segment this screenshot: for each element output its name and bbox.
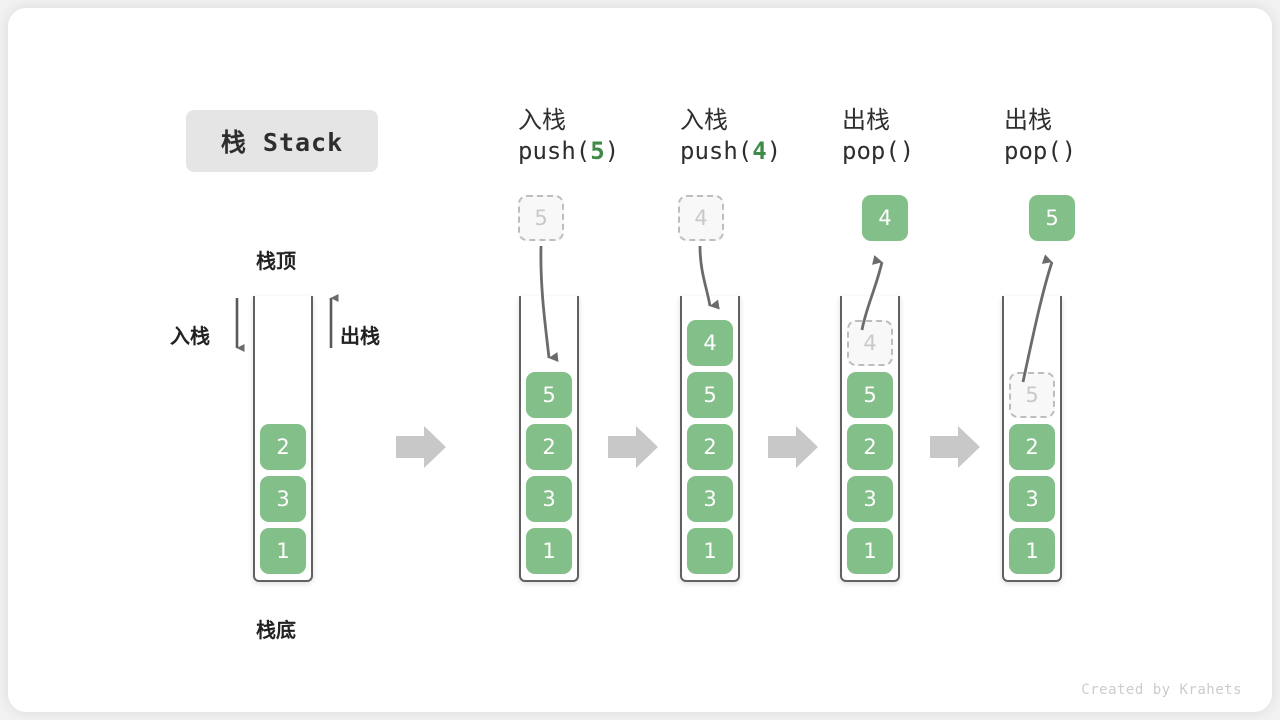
stack-cell: 3 bbox=[687, 476, 733, 522]
stack-cell: 3 bbox=[260, 476, 306, 522]
stage-header-code: push(5) bbox=[518, 136, 678, 167]
stage-header-cn: 入栈 bbox=[680, 106, 728, 134]
stage-header-cn: 出栈 bbox=[842, 106, 890, 134]
popped-cell-5: 5 bbox=[1029, 195, 1075, 241]
stack-cell: 3 bbox=[526, 476, 572, 522]
diagram-title: 栈 Stack bbox=[186, 110, 378, 172]
stack-cell: 1 bbox=[1009, 528, 1055, 574]
popped-cell-4: 4 bbox=[862, 195, 908, 241]
stage-header-code: pop() bbox=[1004, 136, 1077, 165]
stack-cell: 3 bbox=[847, 476, 893, 522]
code-prefix: push( bbox=[518, 136, 591, 165]
code-arg: 4 bbox=[752, 136, 767, 165]
stack-cell: 3 bbox=[1009, 476, 1055, 522]
stack-cell: 1 bbox=[260, 528, 306, 574]
stack-cell: 5 bbox=[687, 372, 733, 418]
pop-direction-label: 出栈 bbox=[340, 324, 380, 348]
push-direction-label: 入栈 bbox=[170, 324, 210, 348]
code-prefix: push( bbox=[680, 136, 753, 165]
watermark: Created by Krahets bbox=[1081, 682, 1242, 698]
stack-cell: 1 bbox=[687, 528, 733, 574]
ghost-cell-push-5: 5 bbox=[518, 195, 564, 241]
stage-header-cn: 出栈 bbox=[1004, 106, 1052, 134]
stack-cell: 5 bbox=[847, 372, 893, 418]
stack-cell: 4 bbox=[687, 320, 733, 366]
stack-top-label: 栈顶 bbox=[256, 249, 296, 273]
stage-header-code: push(4) bbox=[680, 136, 840, 167]
stage-header-pop-4: 出栈 pop() bbox=[842, 105, 1002, 166]
ghost-cell-pop-5: 5 bbox=[1009, 372, 1055, 418]
stage-header-push-4: 入栈 push(4) bbox=[680, 105, 840, 166]
stack-cell: 1 bbox=[847, 528, 893, 574]
stack-cell: 2 bbox=[847, 424, 893, 470]
stage-header-push-5: 入栈 push(5) bbox=[518, 105, 678, 166]
ghost-cell-pop-4: 4 bbox=[847, 320, 893, 366]
stack-cell: 1 bbox=[526, 528, 572, 574]
stack-cell: 2 bbox=[1009, 424, 1055, 470]
code-arg: 5 bbox=[590, 136, 605, 165]
stack-bottom-label: 栈底 bbox=[256, 618, 296, 642]
stage-header-cn: 入栈 bbox=[518, 106, 566, 134]
stage-header-pop-5: 出栈 pop() bbox=[1004, 105, 1164, 166]
code-suffix: ) bbox=[604, 136, 620, 165]
stack-cell: 2 bbox=[526, 424, 572, 470]
code-suffix: ) bbox=[766, 136, 782, 165]
ghost-cell-push-4: 4 bbox=[678, 195, 724, 241]
stack-cell: 5 bbox=[526, 372, 572, 418]
stack-cell: 2 bbox=[260, 424, 306, 470]
stage-header-code: pop() bbox=[842, 136, 915, 165]
stack-cell: 2 bbox=[687, 424, 733, 470]
